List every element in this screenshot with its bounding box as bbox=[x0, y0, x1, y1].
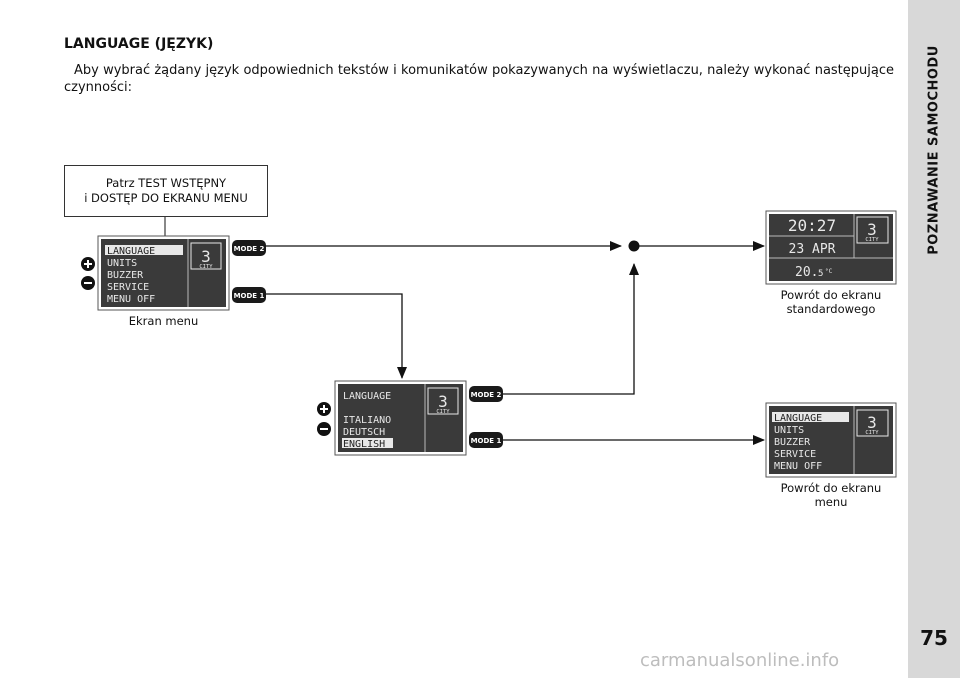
menu-item-3: BUZZER bbox=[107, 270, 144, 281]
temperature-unit: °C bbox=[825, 268, 833, 275]
watermark-text: carmanualsonline.info bbox=[640, 650, 840, 671]
return-caption-line-2: menu bbox=[814, 495, 848, 509]
standard-screen-caption: Powrót do ekranu standardowego bbox=[756, 288, 906, 316]
junction-dot bbox=[628, 240, 640, 252]
reference-line-2: i DOSTĘP DO EKRANU MENU bbox=[84, 191, 248, 205]
svg-text:MODE 1: MODE 1 bbox=[234, 292, 265, 300]
return-caption-line-1: Powrót do ekranu bbox=[780, 481, 882, 495]
menu-item-4: SERVICE bbox=[107, 282, 149, 293]
chapter-title: POZNAWANIE SAMOCHODU bbox=[926, 45, 942, 255]
menu-item-5: MENU OFF bbox=[107, 294, 155, 305]
language-header: LANGUAGE bbox=[343, 391, 391, 402]
standard-caption-line-1: Powrót do ekranu bbox=[780, 288, 882, 302]
language-screen: LANGUAGE ITALIANO DEUTSCH ENGLISH 3 CITY bbox=[334, 380, 467, 456]
menu-item-1: LANGUAGE bbox=[107, 246, 155, 257]
date-display: 23 APR bbox=[789, 242, 836, 257]
arrow-mode1-to-language bbox=[266, 293, 407, 379]
temperature-main: 20. bbox=[795, 265, 818, 280]
page-number: 75 bbox=[920, 626, 948, 650]
menu-badge-number: 3 bbox=[201, 247, 211, 266]
return-menu-caption: Powrót do ekranu menu bbox=[756, 481, 906, 509]
minus-button-center[interactable] bbox=[317, 422, 331, 436]
arrow-mode2-up-to-junction bbox=[503, 263, 639, 395]
mode1-button-center[interactable]: MODE 1 bbox=[469, 432, 503, 448]
standard-badge-number: 3 bbox=[867, 220, 877, 239]
reference-box: Patrz TEST WSTĘPNY i DOSTĘP DO EKRANU ME… bbox=[64, 165, 268, 217]
return-badge bbox=[856, 409, 889, 437]
language-option-2: DEUTSCH bbox=[343, 427, 385, 438]
svg-text:MODE 2: MODE 2 bbox=[471, 391, 502, 399]
sidebar-band bbox=[908, 0, 960, 678]
mode1-button-left[interactable]: MODE 1 bbox=[232, 287, 266, 303]
language-option-3: ENGLISH bbox=[343, 439, 385, 450]
menu-item-2: UNITS bbox=[107, 258, 137, 269]
standard-screen: 20:27 23 APR 20. 5 °C 3 CITY bbox=[765, 210, 897, 285]
clock-display: 20:27 bbox=[788, 216, 836, 235]
return-badge-number: 3 bbox=[867, 413, 877, 432]
return-item-5: MENU OFF bbox=[774, 461, 822, 472]
language-badge bbox=[427, 387, 459, 415]
heading-main: LANGUAGE bbox=[64, 36, 150, 52]
menu-screen: LANGUAGE UNITS BUZZER SERVICE MENU OFF 3… bbox=[97, 235, 230, 311]
standard-badge-label: CITY bbox=[865, 237, 879, 243]
mode2-button-center[interactable]: MODE 2 bbox=[469, 386, 503, 402]
svg-text:MODE 2: MODE 2 bbox=[234, 245, 265, 253]
temperature-decimal: 5 bbox=[818, 269, 823, 279]
return-item-2: UNITS bbox=[774, 425, 804, 436]
heading-sub: (JĘZYK) bbox=[154, 36, 214, 52]
menu-badge bbox=[190, 242, 222, 270]
menu-selected-highlight bbox=[105, 245, 183, 255]
plus-button-left[interactable] bbox=[81, 257, 95, 271]
plus-button-center[interactable] bbox=[317, 402, 331, 416]
language-badge-number: 3 bbox=[438, 392, 448, 411]
return-selected-highlight bbox=[772, 412, 849, 422]
standard-badge bbox=[856, 216, 889, 244]
return-item-4: SERVICE bbox=[774, 449, 816, 460]
return-badge-label: CITY bbox=[865, 430, 879, 436]
standard-caption-line-2: standardowego bbox=[786, 302, 876, 316]
language-badge-label: CITY bbox=[436, 409, 450, 415]
minus-button-left[interactable] bbox=[81, 276, 95, 290]
return-item-3: BUZZER bbox=[774, 437, 811, 448]
reference-line-1: Patrz TEST WSTĘPNY bbox=[105, 176, 227, 190]
language-option-1: ITALIANO bbox=[343, 415, 391, 426]
flow-diagram: LANGUAGE UNITS BUZZER SERVICE MENU OFF 3… bbox=[81, 210, 897, 478]
section-heading: LANGUAGE (JĘZYK) bbox=[64, 36, 213, 52]
menu-screen-caption: Ekran menu bbox=[128, 314, 199, 328]
svg-text:MODE 1: MODE 1 bbox=[471, 437, 502, 445]
return-item-1: LANGUAGE bbox=[774, 413, 822, 424]
intro-paragraph: Aby wybrać żądany język odpowiednich tek… bbox=[64, 63, 894, 95]
language-selected-highlight bbox=[342, 438, 393, 448]
return-menu-screen: LANGUAGE UNITS BUZZER SERVICE MENU OFF 3… bbox=[765, 402, 897, 478]
menu-badge-label: CITY bbox=[199, 264, 213, 270]
mode2-button-left[interactable]: MODE 2 bbox=[232, 240, 266, 256]
